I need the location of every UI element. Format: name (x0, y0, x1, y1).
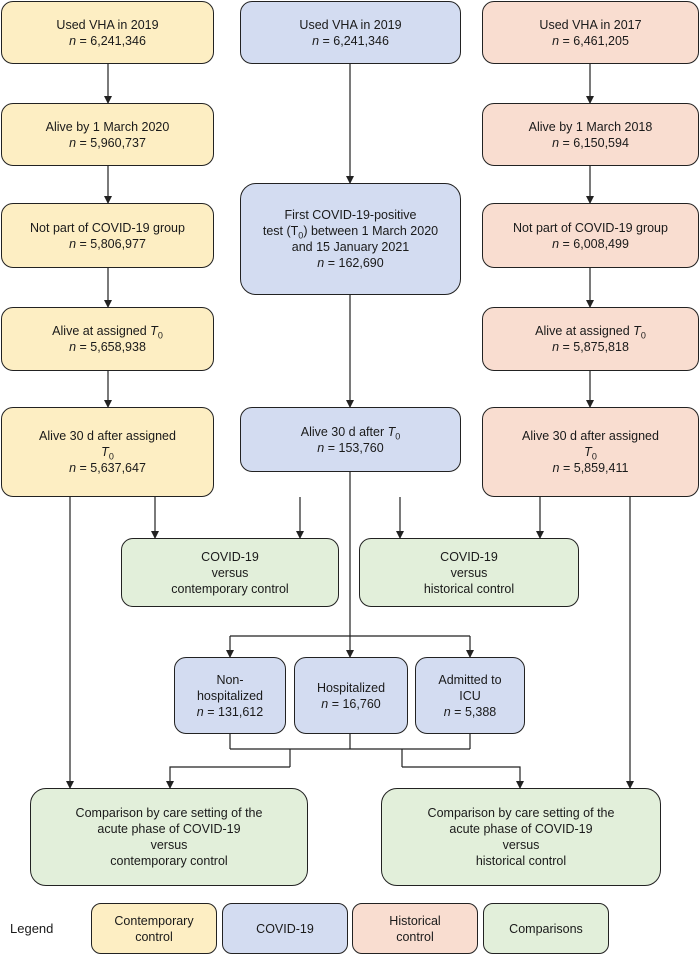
box-admitted-icu: Admitted to ICU n = 5,388 (415, 657, 525, 734)
box-care-vs-contemporary: Comparison by care setting of the acute … (30, 788, 308, 886)
box-title: Alive 30 d after assigned (39, 429, 176, 443)
box-count: 5,806,977 (90, 236, 146, 251)
box-count: 6,461,205 (573, 33, 629, 48)
box-count: 5,388 (464, 704, 497, 719)
box-count: 5,960,737 (90, 135, 146, 150)
box-contemp-used-vha: Used VHA in 2019 n = 6,241,346 (1, 1, 214, 64)
box-hist-used-vha: Used VHA in 2017 n = 6,461,205 (482, 1, 699, 64)
legend-label: Legend (10, 921, 54, 936)
box-title: Alive at assigned (535, 324, 630, 338)
box-count: 162,690 (338, 256, 384, 270)
box-count: 5,875,818 (573, 340, 629, 354)
box-title: Alive by 1 March 2018 (528, 119, 653, 134)
box-count: 6,008,499 (573, 236, 629, 251)
box-covid-vs-historical: COVID-19 versus historical control (359, 538, 579, 607)
box-nonhospitalized: Non- hospitalized n = 131,612 (174, 657, 286, 734)
box-count: 5,859,411 (573, 461, 629, 475)
box-count: 6,241,346 (333, 33, 389, 48)
arrow-merge-care-hist (402, 766, 524, 789)
box-title: Not part of COVID-19 group (513, 220, 668, 235)
box-contemp-alive-t0: Alive at assigned T0 n = 5,658,938 (1, 307, 214, 371)
box-covid-alive-30d: Alive 30 d after T0 n = 153,760 (240, 407, 461, 472)
box-care-vs-historical: Comparison by care setting of the acute … (381, 788, 661, 886)
box-count: 153,760 (338, 440, 384, 455)
box-covid-first-positive: First COVID-19-positive test (T0) betwee… (240, 183, 461, 295)
box-contemp-alive-30d: Alive 30 d after assigned T0 n = 5,637,6… (1, 407, 214, 497)
legend-historical-control: Historical control (352, 903, 478, 954)
box-covid-vs-contemporary: COVID-19 versus contemporary control (121, 538, 339, 607)
box-count: 6,150,594 (573, 135, 629, 150)
legend-comparisons: Comparisons (483, 903, 609, 954)
box-hospitalized: Hospitalized n = 16,760 (294, 657, 408, 734)
box-covid-used-vha: Used VHA in 2019 n = 6,241,346 (240, 1, 461, 64)
box-count: 5,658,938 (90, 340, 146, 354)
legend-contemporary-control: Contemporary control (91, 903, 217, 954)
arrow-merge-care-contemp (166, 766, 290, 789)
box-title: Alive 30 d after assigned (522, 429, 659, 443)
box-title: Alive 30 d after (300, 424, 385, 439)
box-hist-alive-30d: Alive 30 d after assigned T0 n = 5,859,4… (482, 407, 699, 497)
box-hist-alive-2018: Alive by 1 March 2018 n = 6,150,594 (482, 103, 699, 166)
box-hist-not-covid: Not part of COVID-19 group n = 6,008,499 (482, 203, 699, 268)
box-contemp-not-covid: Not part of COVID-19 group n = 5,806,977 (1, 203, 214, 268)
box-title: Alive by 1 March 2020 (45, 119, 170, 134)
box-title: Not part of COVID-19 group (30, 220, 185, 235)
box-hist-alive-t0: Alive at assigned T0 n = 5,875,818 (482, 307, 699, 371)
box-title: Used VHA in 2019 (299, 17, 402, 32)
box-count: 5,637,647 (90, 461, 146, 475)
box-count: 16,760 (342, 696, 381, 711)
legend-covid: COVID-19 (222, 903, 348, 954)
box-contemp-alive-2020: Alive by 1 March 2020 n = 5,960,737 (1, 103, 214, 166)
box-title: Alive at assigned (52, 324, 147, 338)
box-title: Used VHA in 2017 (539, 17, 642, 32)
box-count: 131,612 (218, 704, 264, 719)
box-title: Used VHA in 2019 (56, 17, 159, 32)
box-count: 6,241,346 (90, 33, 146, 48)
